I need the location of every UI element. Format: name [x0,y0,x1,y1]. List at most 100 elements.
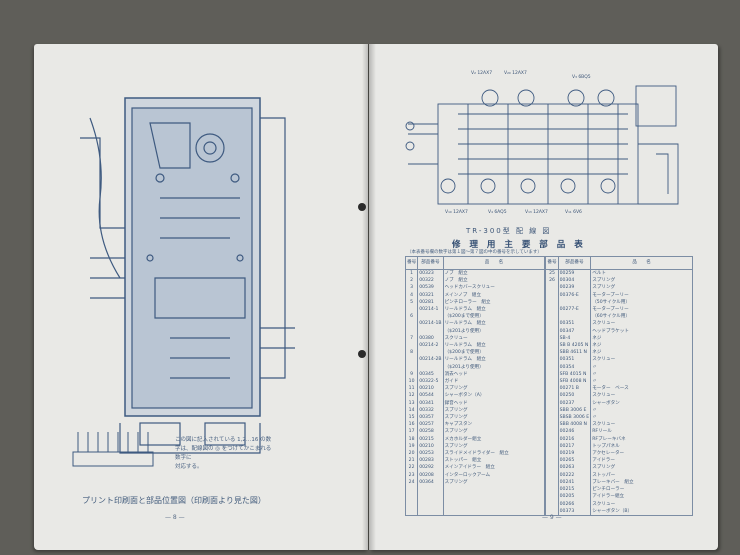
cell-name: 〃 [590,414,693,422]
cell-name: ピンチローラー [590,486,693,494]
note-line: 対応する。 [175,464,203,470]
cell-no [404,356,418,364]
cell-name: 〃 [590,370,693,379]
cell-no: 7 [404,334,418,343]
cell-part: 00351 [557,356,591,364]
cell-no [544,442,559,451]
cell-name: ベルト [590,269,693,278]
cell-part: SBB 3006 E [557,406,591,415]
cell-no: 8 [404,349,418,357]
cell-part: 00250 [557,392,591,400]
cell-name [442,500,546,508]
tube-label: V₂ 12AX7 [471,71,493,76]
left-page-number: — 8 — [165,514,185,521]
cell-name: ネジ [590,334,693,343]
cell-name: スライドメイドライダー 組立 [442,450,546,458]
cell-name: スクリュー [590,392,693,400]
cell-name: ストッパー 組立 [442,457,546,465]
cell-part: 00205 [557,493,591,501]
cell-name: スプリング [442,414,546,422]
numbered-terminal-strip [72,432,154,467]
cell-no [544,370,559,379]
cell-no [404,500,418,508]
cell-name: （$201より使用） [442,363,546,371]
binding-hole-bottom [358,350,366,358]
cell-no [544,435,559,443]
cell-name: スプリング [442,478,546,487]
pcb-caption: プリント印刷面と部品位置図（印刷面より見た図） [82,496,266,505]
cell-no [404,306,418,314]
cell-name: メカホルダー組立 [442,435,546,443]
cell-part: 00332 [417,406,444,415]
cell-name: キャプスタン [442,421,546,429]
tube-label: V₃ 6BQ5 [572,75,591,80]
cell-name: トップパネル [590,442,693,451]
cell-part [417,500,444,508]
cell-part: SB B 4205 N [557,342,591,350]
cell-name: シャーボタン [590,399,693,407]
cell-no [544,478,559,487]
cell-part: 00241 [557,478,591,487]
cell-name: シャーボタン（B） [590,507,693,516]
cell-part: 00219 [557,450,591,458]
cell-name: メインノブ 組立 [442,291,546,299]
cell-part [417,313,444,321]
cell-no: 24 [404,478,418,487]
wiring-schematic [405,85,679,205]
cell-part: 00208 [417,471,444,479]
header-part-no: 部品番号 [557,256,591,270]
cell-part: SBSB 3006 E [557,414,591,422]
cell-part: 00544 [417,392,444,400]
note-line: 字は、配線図の ◎ をつけてかこまれる数字に [175,446,272,461]
cell-name [442,507,546,516]
cell-part: 00222 [557,471,591,479]
cell-name: RFブレーキバネ [590,435,693,443]
cell-part: SFB 4015 N [557,370,591,379]
cell-no [544,450,559,458]
header-name: 品 名 [442,256,546,270]
cell-part: 00259 [557,269,591,278]
cell-no: 23 [404,471,418,479]
cell-no [404,507,418,516]
cell-no: 13 [404,399,418,407]
cell-no: 16 [404,421,418,429]
right-page-number: — 9 — [542,514,562,521]
table-row: 6（$200まで使用）（60サイクル用） [404,313,693,321]
cell-part: 00210 [417,385,444,393]
cell-no [544,486,559,494]
cell-name: ストッパー [590,471,693,479]
cell-no [544,471,559,479]
tube-label: V₁₃ 12AX7 [525,210,548,215]
cell-no [544,414,559,422]
cell-name: インターロックアーム [442,471,546,479]
cell-name: （$201より使用） [442,327,546,335]
cell-part: 00239 [557,284,591,292]
cell-part: 00292 [417,464,444,472]
cell-name: リールドラム 組立 [442,356,546,364]
cell-part: 00237 [557,399,591,407]
cell-part [417,486,444,494]
cell-no [544,500,559,508]
cell-name: モーター ベース [590,385,693,393]
cell-name: ピンチローラー 組立 [442,298,546,307]
cell-part: 00214-1B [417,320,444,328]
cell-name: ブレーキバー 組立 [590,478,693,487]
note-line: この図に記入されている 1,2…16 の数 [175,437,272,443]
cell-no: 3 [404,284,418,292]
cell-name: スプリング [590,284,693,292]
cell-part: 00364 [417,478,444,487]
cell-name: スプリング [442,428,546,436]
